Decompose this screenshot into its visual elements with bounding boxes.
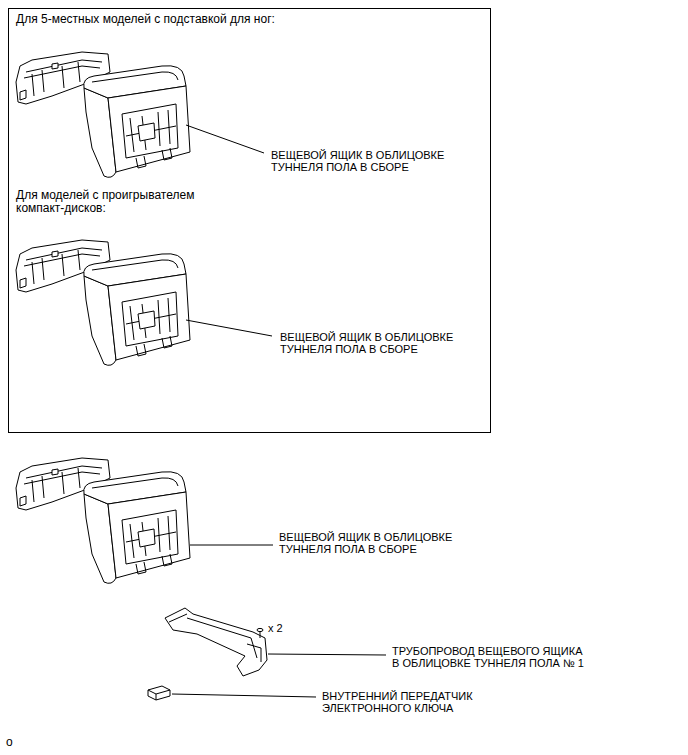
quantity: x 2 [268, 622, 308, 634]
screw-symbol [257, 628, 263, 638]
part-name: ВНУТРЕННИЙ ПЕРЕДАТЧИК ЭЛЕКТРОННОГО КЛЮЧА [322, 690, 497, 715]
console-drawing [16, 240, 190, 365]
console-drawing [16, 458, 190, 583]
duct-drawing [165, 608, 267, 676]
part-name: ВЕЩЕВОЙ ЯЩИК В ОБЛИЦОВКЕ ТУННЕЛЯ ПОЛА В … [280, 331, 480, 356]
group-heading: Для моделей с проигрывателем компакт-дис… [16, 189, 226, 216]
part-name: ВЕЩЕВОЙ ЯЩИК В ОБЛИЦОВКЕ ТУННЕЛЯ ПОЛА В … [271, 149, 471, 174]
part-name: ТРУБОПРОВОД ВЕЩЕВОГО ЯЩИКА В ОБЛИЦОВКЕ Т… [392, 645, 592, 670]
leader-line [172, 125, 386, 697]
console-drawing [16, 52, 190, 177]
outline-frame: Для 5-местных моделей с подставкой для н… [8, 8, 491, 433]
figure-mark: o [6, 736, 26, 749]
transmitter-drawing [148, 686, 170, 700]
group-heading: Для 5-местных моделей с подставкой для н… [16, 13, 476, 26]
part-name: ВЕЩЕВОЙ ЯЩИК В ОБЛИЦОВКЕ ТУННЕЛЯ ПОЛА В … [279, 531, 479, 556]
